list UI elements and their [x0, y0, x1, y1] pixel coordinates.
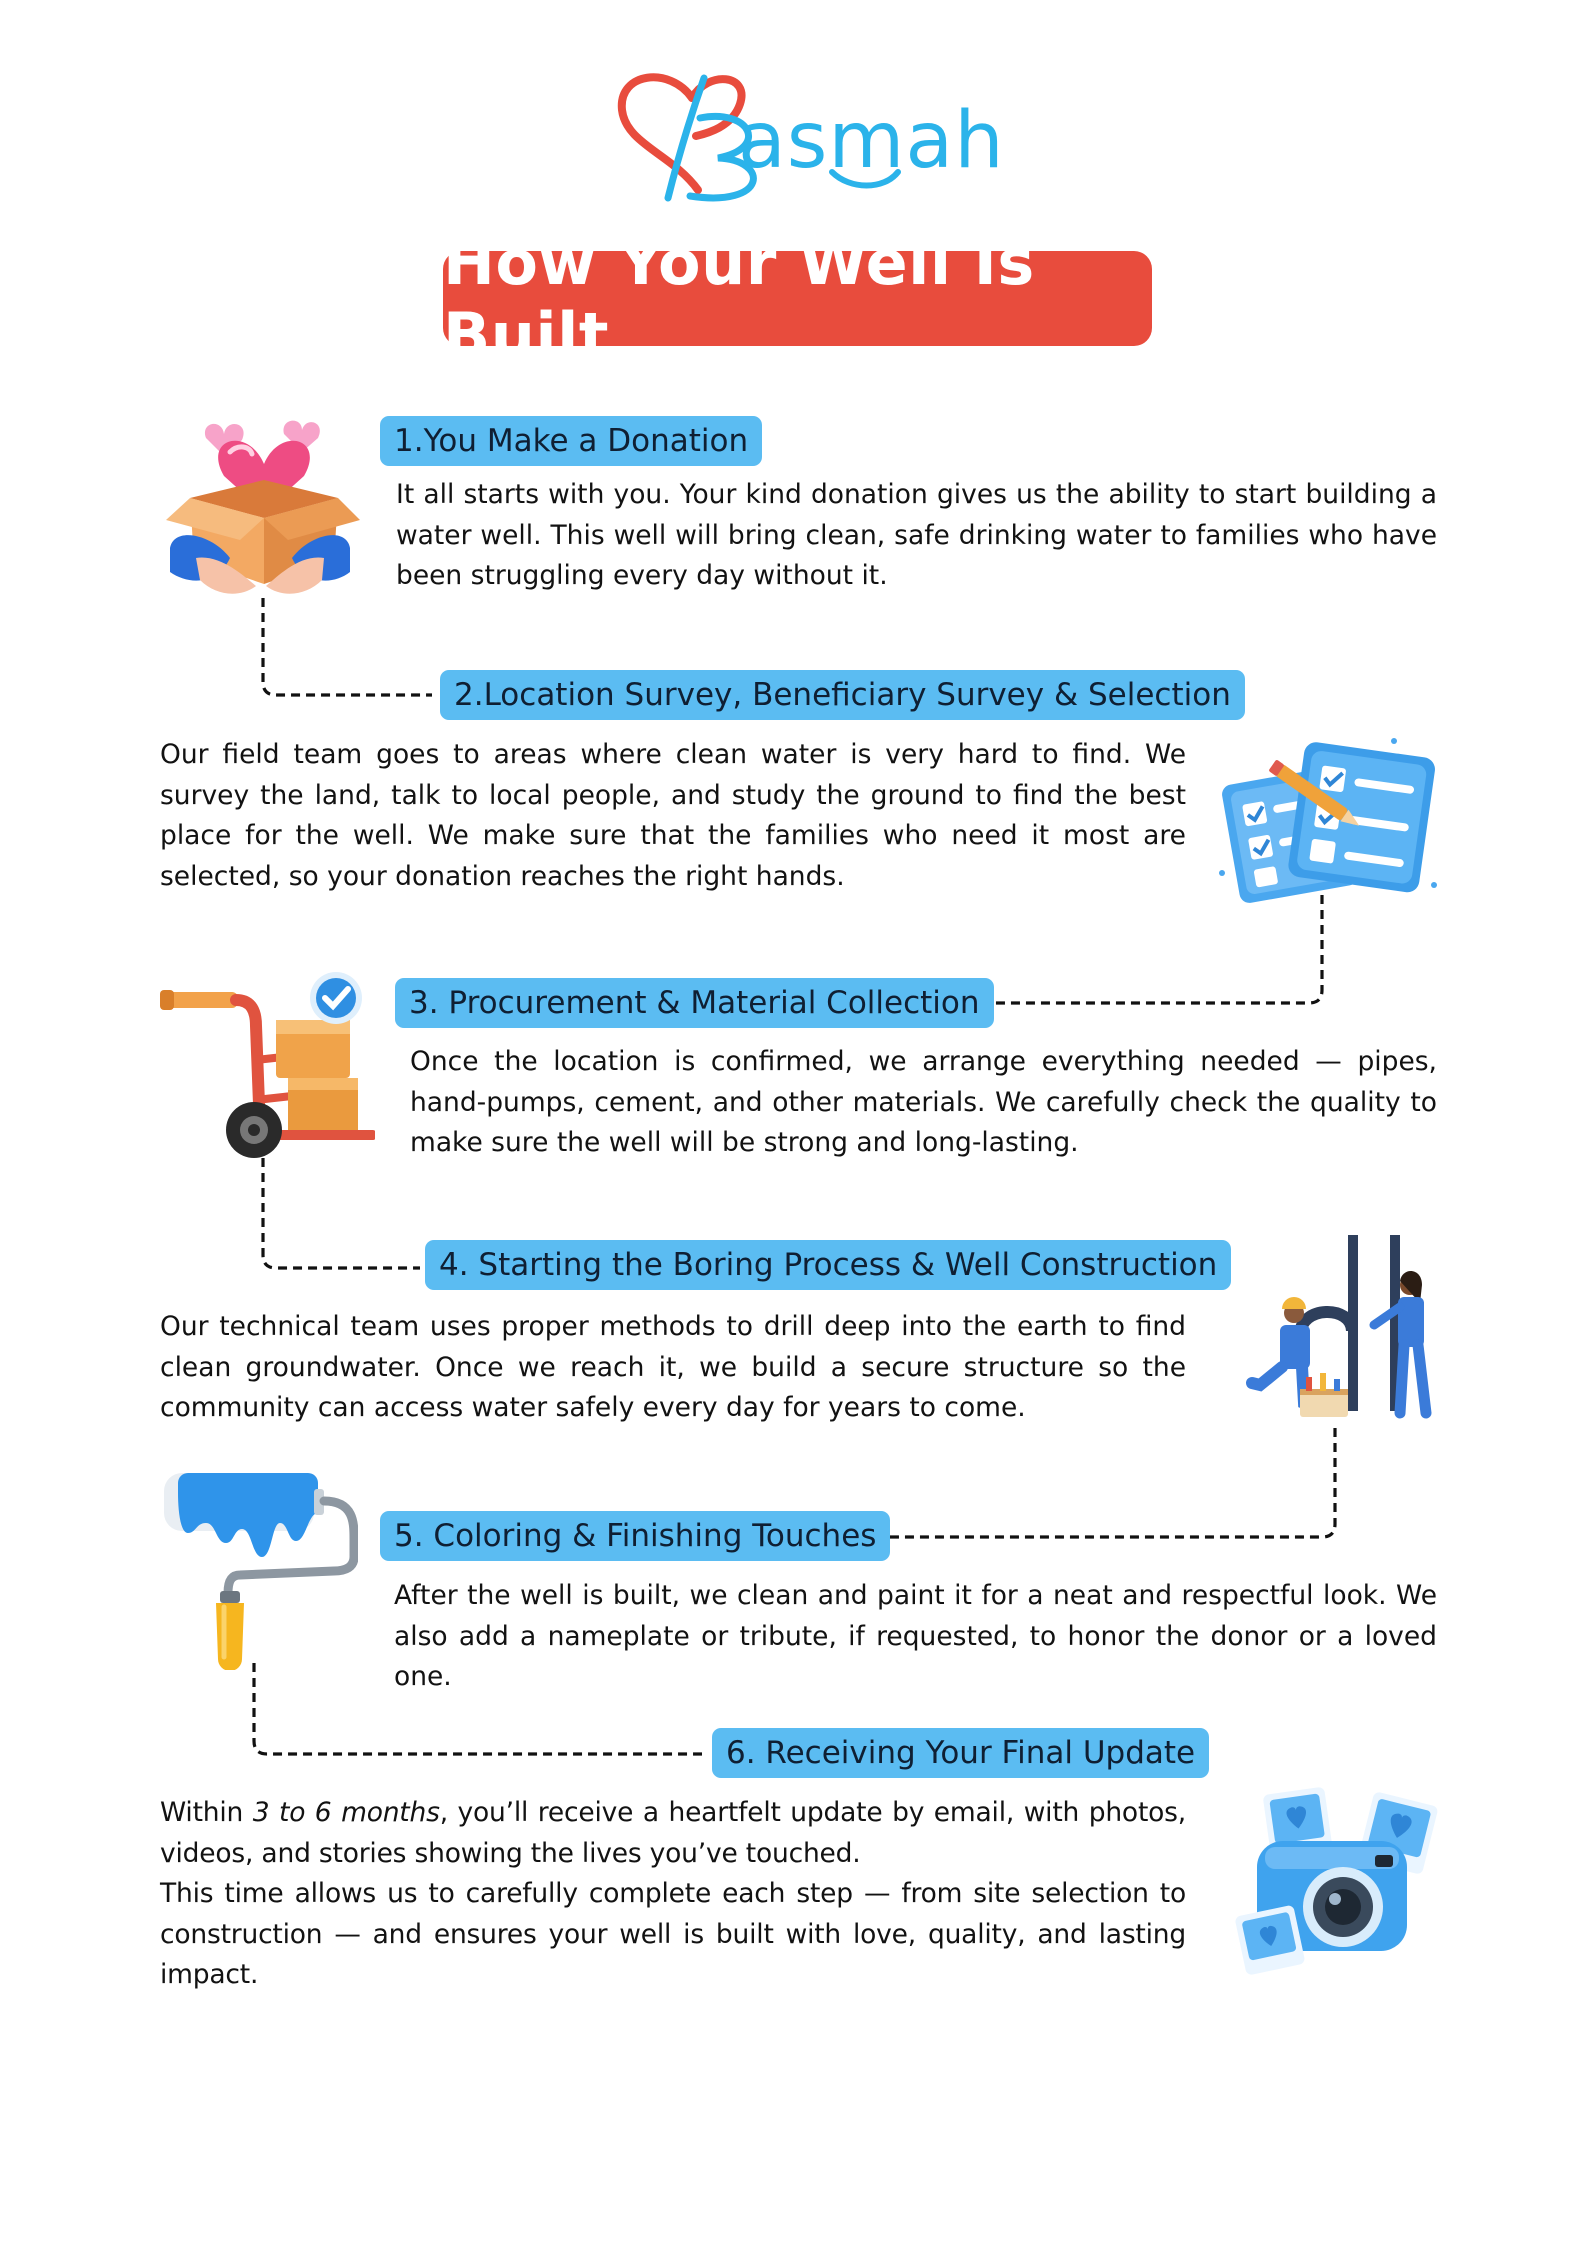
workers-icon [1240, 1235, 1440, 1440]
step-6-text-start: Within [160, 1797, 253, 1828]
step-3-text: Once the location is confirmed, we arran… [410, 1046, 1437, 1158]
step-6-text-emphasis: 3 to 6 months [252, 1797, 440, 1828]
step-6-paragraph-1: Within 3 to 6 months, you’ll receive a h… [160, 1793, 1186, 1874]
logo-heart-icon [617, 73, 901, 202]
brand-logo: asmah [600, 58, 1004, 208]
step-6-heading: 6. Receiving Your Final Update [712, 1728, 1210, 1778]
step-4-heading-text: 4. Starting the Boring Process & Well Co… [439, 1247, 1218, 1283]
page-title: How Your Well Is Built [443, 225, 1035, 372]
step-6-text-end: , you’ll receive a heartfelt update by e… [160, 1797, 1186, 1869]
step-5-heading-text: 5. Coloring & Finishing Touches [394, 1518, 877, 1554]
step-4-text: Our technical team uses proper methods t… [160, 1311, 1186, 1423]
hand-truck-icon [160, 960, 376, 1175]
step-5-heading: 5. Coloring & Finishing Touches [380, 1511, 891, 1561]
step-2-text: Our field team goes to areas where clean… [160, 739, 1186, 892]
step-4-heading: 4. Starting the Boring Process & Well Co… [425, 1240, 1232, 1290]
step-1-heading-text: 1.You Make a Donation [394, 423, 749, 459]
step-2-heading: 2.Location Survey, Beneficiary Survey & … [440, 670, 1245, 720]
page-title-banner: How Your Well Is Built [443, 226, 1152, 372]
step-6-heading-text: 6. Receiving Your Final Update [726, 1735, 1196, 1771]
checklist-icon [1210, 735, 1440, 915]
step-6-paragraph-2: This time allows us to carefully complet… [160, 1878, 1186, 1990]
camera-icon [1235, 1785, 1440, 1980]
step-5-text: After the well is built, we clean and pa… [394, 1580, 1437, 1692]
step-3-heading: 3. Procurement & Material Collection [395, 978, 994, 1028]
donation-box-icon [160, 408, 360, 613]
paint-roller-icon [158, 1465, 359, 1675]
step-2-heading-text: 2.Location Survey, Beneficiary Survey & … [454, 677, 1231, 713]
step-1-heading: 1.You Make a Donation [380, 416, 763, 466]
logo-wordmark: asmah [738, 96, 1005, 186]
step-6-text: Within 3 to 6 months, you’ll receive a h… [160, 1793, 1186, 1996]
step-1-text: It all starts with you. Your kind donati… [396, 479, 1437, 591]
step-3-heading-text: 3. Procurement & Material Collection [409, 985, 980, 1021]
